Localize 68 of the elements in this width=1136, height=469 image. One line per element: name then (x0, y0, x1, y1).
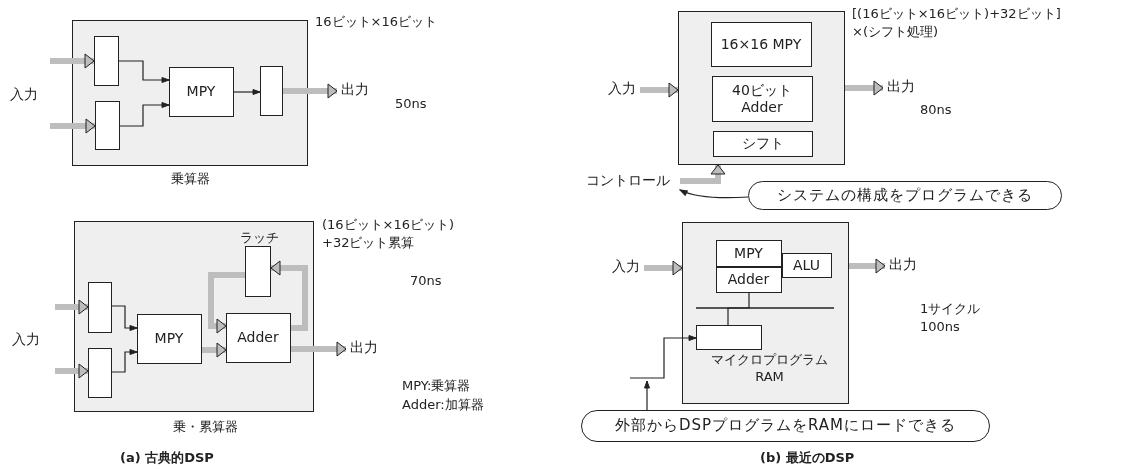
timing-text: 50ns (395, 95, 427, 113)
function-block: 40ビット Adder (711, 75, 813, 122)
box-caption: 乗・累算器 (171, 418, 239, 436)
timing-text: 70ns (410, 272, 442, 290)
bus-arrow (291, 341, 347, 357)
leader-line (679, 189, 749, 199)
bus-arrow (50, 118, 96, 134)
annotation-text: [(16ビット×16ビット)+32ビット] ×(シフト処理) (852, 5, 1062, 41)
function-block: 16×16 MPY (710, 21, 812, 67)
callout-bubble: 外部からDSPプログラムをRAMにロードできる (581, 410, 990, 442)
signal-label: 入力 (608, 258, 644, 278)
register-box (87, 281, 112, 333)
signal-label: 入力 (604, 80, 640, 100)
unit-box (72, 20, 308, 166)
signal-label: 出力 (885, 256, 921, 276)
unit-box (678, 11, 845, 165)
function-block: MPY (136, 313, 202, 364)
unit-box (682, 222, 849, 404)
register-box (93, 35, 119, 86)
bus-arrow (202, 342, 227, 358)
register-box (244, 245, 271, 297)
signal-label: 入力 (12, 330, 40, 349)
timing-text: 80ns (920, 101, 952, 119)
box-caption: マイクロプログラム RAM (710, 350, 829, 386)
legend-text: MPY:乗算器 (402, 377, 471, 395)
function-block: MPY (715, 239, 782, 267)
signal-label: 出力 (337, 81, 373, 101)
bus-arrow (208, 272, 245, 334)
register-box (695, 324, 762, 350)
panel-caption: (b) 最近のDSP (760, 449, 855, 467)
bus-arrow (270, 260, 308, 331)
arrow (118, 60, 170, 83)
arrow (111, 305, 138, 331)
signal-label: 出力 (346, 339, 382, 359)
function-block: Adder (225, 312, 291, 363)
callout-bubble: システムの構成をプログラムできる (748, 181, 1062, 210)
signal-label: 出力 (883, 78, 919, 98)
function-block: シフト (712, 130, 813, 157)
bus-arrow (680, 164, 726, 184)
register-box (94, 100, 120, 150)
box-caption: 乗算器 (169, 170, 211, 188)
unit-box (74, 221, 314, 412)
legend-text: Adder:加算器 (402, 396, 484, 414)
signal-label: 入力 (10, 85, 38, 104)
bus-arrow (849, 258, 886, 274)
bus-arrow (50, 53, 95, 69)
bus-arrow (55, 363, 89, 379)
function-block: ALU (781, 252, 832, 278)
bus-arrow (55, 299, 89, 315)
annotation-text: (16ビット×16ビット) +32ビット累算 (322, 216, 456, 252)
bus-arrow (283, 83, 338, 99)
bus-arrow (640, 82, 679, 98)
leader-line (644, 380, 650, 411)
box-caption: ラッチ (239, 228, 280, 247)
panel-caption: (a) 古典的DSP (120, 449, 214, 467)
bus-arrow (644, 260, 683, 276)
register-box (259, 65, 283, 116)
function-block: MPY (168, 66, 234, 117)
register-box (87, 347, 112, 398)
annotation-text: 16ビット×16ビット (315, 13, 437, 31)
function-block: Adder (715, 266, 782, 293)
arrow (111, 349, 138, 373)
signal-label: コントロール (575, 172, 680, 190)
arrow (119, 102, 170, 127)
bus-arrow (845, 80, 884, 96)
arrow (629, 335, 697, 379)
timing-text: 1サイクル 100ns (920, 300, 982, 336)
arrow (233, 89, 261, 95)
